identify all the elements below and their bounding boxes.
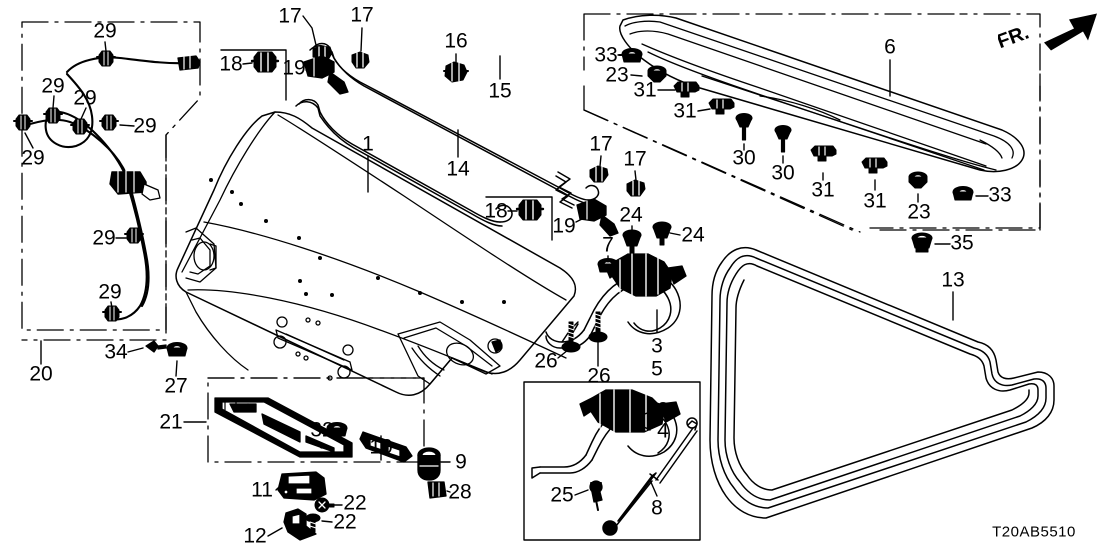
trunk-lid-garnish-art bbox=[214, 397, 353, 458]
callout-24-b: 24 bbox=[681, 223, 705, 247]
callout-31-b: 31 bbox=[673, 99, 697, 123]
trunk-wire-harness-art bbox=[28, 56, 188, 321]
callout-2: 2 bbox=[657, 398, 669, 422]
front-direction-marker: FR. bbox=[994, 1, 1108, 66]
callout-18-a: 18 bbox=[219, 52, 243, 76]
callout-17-b: 17 bbox=[350, 3, 374, 27]
callout-24-a: 24 bbox=[619, 203, 643, 227]
callout-31-a: 31 bbox=[633, 78, 657, 102]
push-rivet-art bbox=[622, 221, 672, 254]
callout-17-c: 17 bbox=[589, 132, 613, 156]
callout-6: 6 bbox=[884, 35, 896, 59]
callout-20: 20 bbox=[29, 362, 53, 386]
callout-29-g: 29 bbox=[98, 280, 122, 304]
callout-11: 11 bbox=[251, 478, 273, 502]
callout-28: 28 bbox=[448, 480, 472, 504]
callout-29-c: 29 bbox=[73, 86, 97, 110]
callout-25: 25 bbox=[550, 483, 574, 507]
torsion-bar-art bbox=[295, 42, 600, 227]
callout-3: 3 bbox=[651, 334, 663, 358]
trunk-lid-panel-art bbox=[175, 111, 577, 397]
harness-clip-18-art-a bbox=[250, 50, 280, 74]
callout-26-a: 26 bbox=[534, 349, 558, 373]
callout-19-b: 19 bbox=[552, 214, 576, 238]
callout-31-d: 31 bbox=[863, 189, 887, 213]
latch-body-upper bbox=[605, 253, 687, 297]
torsion-bar-clip-art bbox=[443, 61, 469, 83]
rod-bracket-art-a bbox=[303, 55, 349, 95]
callout-27: 27 bbox=[164, 374, 188, 398]
latch-body-lower bbox=[579, 389, 681, 433]
harness-pin-art bbox=[145, 340, 167, 353]
front-direction-label: FR. bbox=[998, 22, 1032, 54]
callout-30-a: 30 bbox=[732, 146, 756, 170]
callout-10: 10 bbox=[369, 435, 393, 459]
harness-connector bbox=[109, 169, 161, 201]
callout-34: 34 bbox=[104, 340, 128, 364]
diagram-id-label: T20AB5510 bbox=[992, 523, 1076, 541]
harness-clip-18-bracket-b bbox=[485, 196, 553, 241]
callout-29-f: 29 bbox=[92, 226, 116, 250]
callout-4: 4 bbox=[657, 419, 669, 443]
callout-32: 32 bbox=[310, 418, 334, 442]
callout-13: 13 bbox=[941, 268, 965, 292]
callout-22-b: 22 bbox=[333, 510, 357, 534]
callout-19-a: 19 bbox=[282, 56, 306, 80]
trunk-bumper-cushion-art bbox=[417, 447, 441, 481]
arrow-icon bbox=[1044, 13, 1097, 51]
rear-spoiler-group-box bbox=[583, 13, 1041, 231]
callout-23-a: 23 bbox=[605, 63, 629, 87]
license-light-garnish-art bbox=[359, 431, 413, 463]
callout-5: 5 bbox=[651, 357, 663, 381]
trunk-striker-bracket-art bbox=[283, 508, 317, 541]
strut-ball-stud-art bbox=[589, 480, 603, 511]
callout-29-e: 29 bbox=[21, 146, 45, 170]
callout-14: 14 bbox=[446, 157, 470, 181]
latch-striker-group-box bbox=[523, 381, 701, 541]
callout-31-c: 31 bbox=[811, 178, 835, 202]
callout-22-a: 22 bbox=[343, 491, 367, 515]
callout-23-b: 23 bbox=[907, 200, 931, 224]
bumper-stopper-art bbox=[427, 481, 447, 499]
trunk-grommet-art bbox=[166, 342, 188, 357]
harness-clip-18-art-b bbox=[515, 198, 545, 222]
callout-21: 21 bbox=[159, 410, 183, 434]
callout-12: 12 bbox=[243, 524, 267, 548]
callout-1: 1 bbox=[362, 132, 374, 156]
callout-29-a: 29 bbox=[93, 19, 117, 43]
callout-17-d: 17 bbox=[623, 147, 647, 171]
rod-bracket-art-b bbox=[576, 198, 619, 237]
callout-33-a: 33 bbox=[594, 43, 618, 67]
callout-18-b: 18 bbox=[484, 199, 508, 223]
rod-holder-clip-art bbox=[312, 45, 646, 197]
callout-30-b: 30 bbox=[771, 161, 795, 185]
trunk-lock-cylinder-art bbox=[277, 471, 327, 501]
callout-35: 35 bbox=[950, 231, 974, 255]
trunk-weatherstrip-art bbox=[709, 246, 1055, 519]
harness-clip-18-bracket bbox=[220, 49, 287, 101]
callout-16: 16 bbox=[444, 29, 468, 53]
callout-29-b: 29 bbox=[41, 74, 65, 98]
callout-26-b: 26 bbox=[587, 364, 611, 388]
callout-9: 9 bbox=[455, 450, 467, 474]
callout-15: 15 bbox=[488, 79, 512, 103]
callout-33-b: 33 bbox=[988, 183, 1012, 207]
callout-17-a: 17 bbox=[278, 4, 302, 28]
callout-29-d: 29 bbox=[133, 114, 157, 138]
callout-8: 8 bbox=[651, 496, 663, 520]
garnish-screw-art bbox=[305, 497, 335, 533]
gas-strut-art bbox=[602, 417, 698, 536]
callout-7: 7 bbox=[602, 233, 614, 257]
hinge-bolt-art bbox=[561, 311, 608, 353]
